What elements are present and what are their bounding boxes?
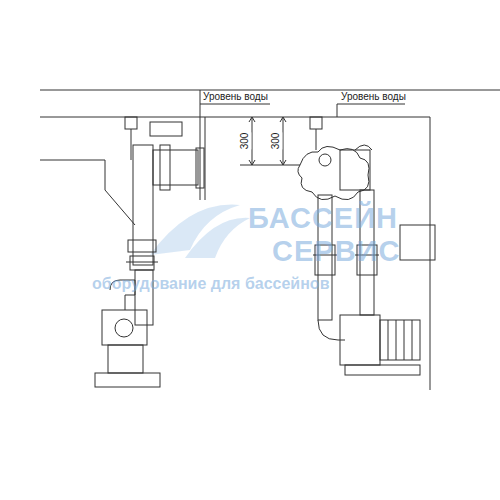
left-valve-part [130,256,154,270]
dimension-lines-part [252,117,253,165]
right-skimmer-and-nozzle [298,117,372,200]
water-level-leaders-part [337,104,405,105]
pool-outline-part [40,160,105,161]
right-skimmer-and-nozzle-part [316,129,317,150]
watermark: БАССЕЙН [248,203,398,233]
right-skimmer-and-nozzle-part [310,117,322,129]
left-skimmer-part [133,145,153,265]
pool-outline-part [205,117,206,200]
water-level-leaders-part [337,104,338,117]
right-pump-part [345,365,420,375]
right-pump-part [388,320,389,360]
left-skimmer-part [131,129,132,160]
right-pump [340,315,420,375]
left-skimmer-part [160,145,170,190]
left-pump-part [108,345,143,373]
right-pump-part [404,320,405,360]
left-skimmer-part [125,117,137,129]
water-level-label: Уровень воды [202,91,269,103]
control-box [400,225,435,260]
right-skimmer-and-nozzle-part [340,150,370,190]
left-valve [126,240,158,270]
right-pipes-part [318,320,345,340]
right-pump-part [380,320,420,360]
pool-outline-part [430,117,431,390]
left-valve-part [126,262,158,263]
watermark: СЕРВИС [272,236,400,266]
watermark-wave-part [185,218,250,258]
right-pump-part [340,315,380,365]
left-skimmer [125,117,204,265]
right-skimmer-and-nozzle-part [355,145,372,150]
left-valve-part [128,240,156,252]
dimension-lines-part [283,117,284,165]
right-pump-part [412,320,413,360]
left-pump-part [115,319,133,337]
right-pump-part [396,320,397,360]
pool-outline-part [40,117,430,118]
pool-outline [40,90,500,390]
right-skimmer-and-nozzle-part [319,154,331,166]
dimension-value: 300 [270,133,282,150]
pool-outline-part [40,90,500,91]
left-skimmer-part [196,148,204,188]
left-pump-part [95,373,160,387]
dimension-lines-part [240,165,300,166]
pool-outline-part [105,160,106,190]
left-skimmer-part [150,122,182,136]
watermark-wave [150,205,250,258]
control-box-part [400,225,435,260]
dimension-value: 300 [239,133,251,150]
water-level-label: Уровень воды [340,91,407,103]
pool-outline-part [105,190,135,225]
water-level-leaders-part [200,104,270,105]
watermark: оборудование для бассейнов [92,275,329,293]
right-skimmer-and-nozzle-part [298,146,369,199]
left-pump-part [102,310,147,345]
